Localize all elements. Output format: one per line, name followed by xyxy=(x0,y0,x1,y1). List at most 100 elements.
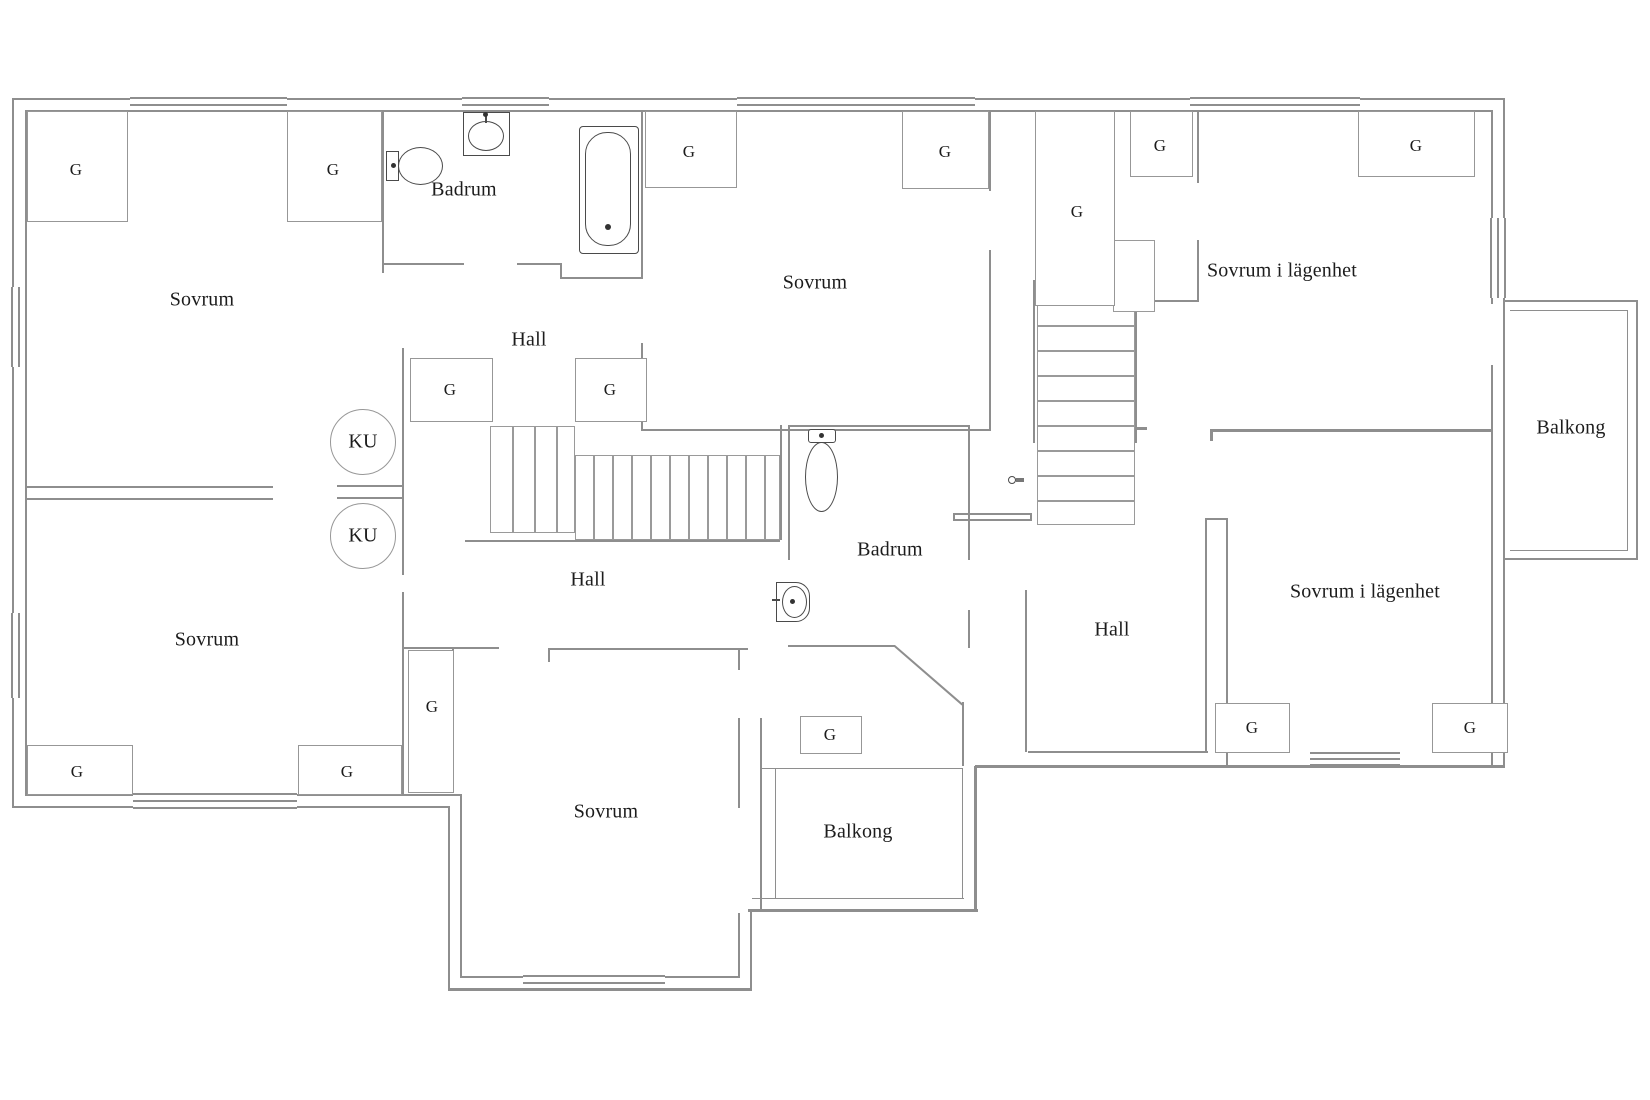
wall xyxy=(1503,558,1638,560)
toilet-icon-middle-bathroom xyxy=(804,429,840,513)
wall xyxy=(738,913,740,978)
toilet-icon-top-bathroom-part xyxy=(398,147,443,185)
ku-label: KU xyxy=(348,430,378,453)
wall xyxy=(1491,110,1493,304)
wall xyxy=(1025,590,1027,752)
stair-tread xyxy=(688,455,690,540)
room-label-bathroom-top: Badrum xyxy=(431,178,497,201)
wall xyxy=(1135,300,1137,443)
wall xyxy=(337,485,402,487)
window-line xyxy=(130,104,287,106)
room-label-hall-upper: Hall xyxy=(511,328,547,351)
door-handle-icon-part xyxy=(1016,478,1024,482)
closet-label: G xyxy=(682,142,696,161)
window-line xyxy=(133,793,297,795)
stair-tread xyxy=(534,426,536,533)
closet-label: G xyxy=(1070,202,1084,221)
wall-diagonal xyxy=(893,645,964,706)
staircase xyxy=(1037,300,1135,525)
sink-icon-middle-bathroom-part xyxy=(772,599,780,601)
closet-label: G xyxy=(1153,136,1167,155)
closet-box xyxy=(298,745,402,795)
toilet-icon-middle-bathroom-part xyxy=(805,442,838,512)
door-handle-icon xyxy=(1008,474,1026,486)
wall xyxy=(953,519,1032,521)
window-line xyxy=(130,97,287,99)
stair-landing xyxy=(1113,240,1155,312)
stair-tread xyxy=(1037,375,1135,377)
closet-label: G xyxy=(938,142,952,161)
sink-icon-top-bathroom-part xyxy=(468,121,504,151)
toilet-icon-top-bathroom xyxy=(386,147,444,185)
window-line xyxy=(1190,97,1360,99)
wall xyxy=(1205,518,1207,753)
stair-tread xyxy=(669,455,671,540)
window-line xyxy=(1190,104,1360,106)
stair-tread xyxy=(612,455,614,540)
stair-tread xyxy=(1037,425,1135,427)
wall xyxy=(962,768,963,899)
window-line xyxy=(523,988,665,990)
stair-tread xyxy=(631,455,633,540)
wall xyxy=(382,263,464,265)
wall xyxy=(1197,111,1199,183)
wall xyxy=(1135,300,1197,302)
wall xyxy=(1636,302,1638,560)
window-line xyxy=(25,287,27,367)
wall xyxy=(1033,280,1035,443)
staircase xyxy=(575,455,780,540)
wall xyxy=(1510,550,1628,551)
window-line xyxy=(523,982,665,984)
window-line xyxy=(1310,758,1400,760)
wall xyxy=(762,768,962,769)
window-line xyxy=(18,287,20,367)
wall xyxy=(27,486,273,488)
wall xyxy=(402,592,404,795)
closet-box xyxy=(408,650,454,793)
stair-tread xyxy=(556,426,558,533)
window-line xyxy=(737,104,975,106)
wall xyxy=(975,765,1505,768)
sink-icon-top-bathroom-dot xyxy=(483,112,488,117)
wall xyxy=(1030,513,1032,521)
stair-tread xyxy=(1037,500,1135,502)
wall xyxy=(448,806,450,990)
door-handle-icon-part xyxy=(1008,476,1016,484)
wall xyxy=(788,425,970,427)
room-label-bedroom-top-left: Sovrum xyxy=(169,288,235,311)
wall xyxy=(382,111,384,273)
wall xyxy=(402,348,404,575)
window-line xyxy=(18,613,20,698)
stair-tread xyxy=(512,426,514,533)
wall xyxy=(560,263,562,279)
window-line xyxy=(25,613,27,698)
wall xyxy=(1510,310,1628,311)
stair-tread xyxy=(1037,325,1135,327)
wall xyxy=(465,540,780,542)
wall xyxy=(752,898,964,899)
closet-label: G xyxy=(69,160,83,179)
room-label-hall-middle: Hall xyxy=(570,568,606,591)
closet-box xyxy=(1432,703,1508,753)
closet-label: G xyxy=(1463,718,1477,737)
sink-icon-top-bathroom xyxy=(463,112,510,156)
room-label-bedroom-top-middle: Sovrum xyxy=(782,271,848,294)
closet-label: G xyxy=(823,725,837,744)
window-line xyxy=(130,110,287,112)
closet-label: G xyxy=(70,762,84,781)
closet-box xyxy=(1035,111,1115,306)
wall xyxy=(1205,518,1226,520)
wall xyxy=(1503,98,1505,768)
closet-label: G xyxy=(1245,718,1259,737)
wall xyxy=(788,645,895,647)
wall xyxy=(953,513,1032,515)
room-label-hall-right: Hall xyxy=(1094,618,1130,641)
wall xyxy=(1197,240,1199,302)
wall xyxy=(548,648,748,650)
wall xyxy=(402,647,499,649)
closet-label: G xyxy=(425,697,439,716)
wall xyxy=(750,911,752,990)
wall xyxy=(748,909,978,912)
closet-box xyxy=(1215,703,1290,753)
stair-tread xyxy=(650,455,652,540)
